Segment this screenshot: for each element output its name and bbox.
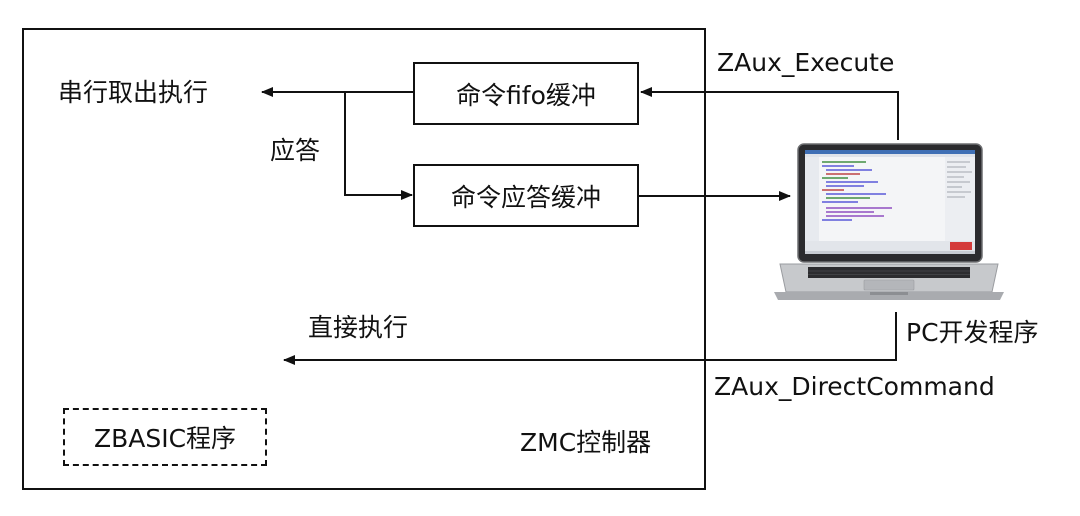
pc-program-label: PC开发程序 (906, 318, 1039, 347)
controller-box (22, 28, 706, 490)
zbasic-program-label: ZBASIC程序 (93, 424, 237, 453)
fifo-buffer-label: 命令fifo缓冲 (456, 80, 596, 110)
laptop-icon (774, 143, 1004, 300)
execute-call-label: ZAux_Execute (717, 48, 895, 77)
arrow-pc-to-fifo (640, 87, 899, 140)
response-buffer-label: 命令应答缓冲 (450, 182, 601, 212)
response-label: 应答 (270, 136, 321, 165)
arrow-branch-to-response-buffer (344, 92, 413, 200)
arrow-pc-direct-command (283, 312, 897, 365)
controller-label: ZMC控制器 (520, 428, 652, 457)
fifo-buffer-box: 命令fifo缓冲 (413, 62, 639, 125)
direct-exec-label: 直接执行 (308, 313, 409, 342)
serial-exec-label: 串行取出执行 (58, 78, 209, 107)
response-buffer-box: 命令应答缓冲 (413, 164, 639, 227)
zbasic-program-box: ZBASIC程序 (63, 408, 267, 466)
direct-call-label: ZAux_DirectCommand (714, 372, 995, 401)
